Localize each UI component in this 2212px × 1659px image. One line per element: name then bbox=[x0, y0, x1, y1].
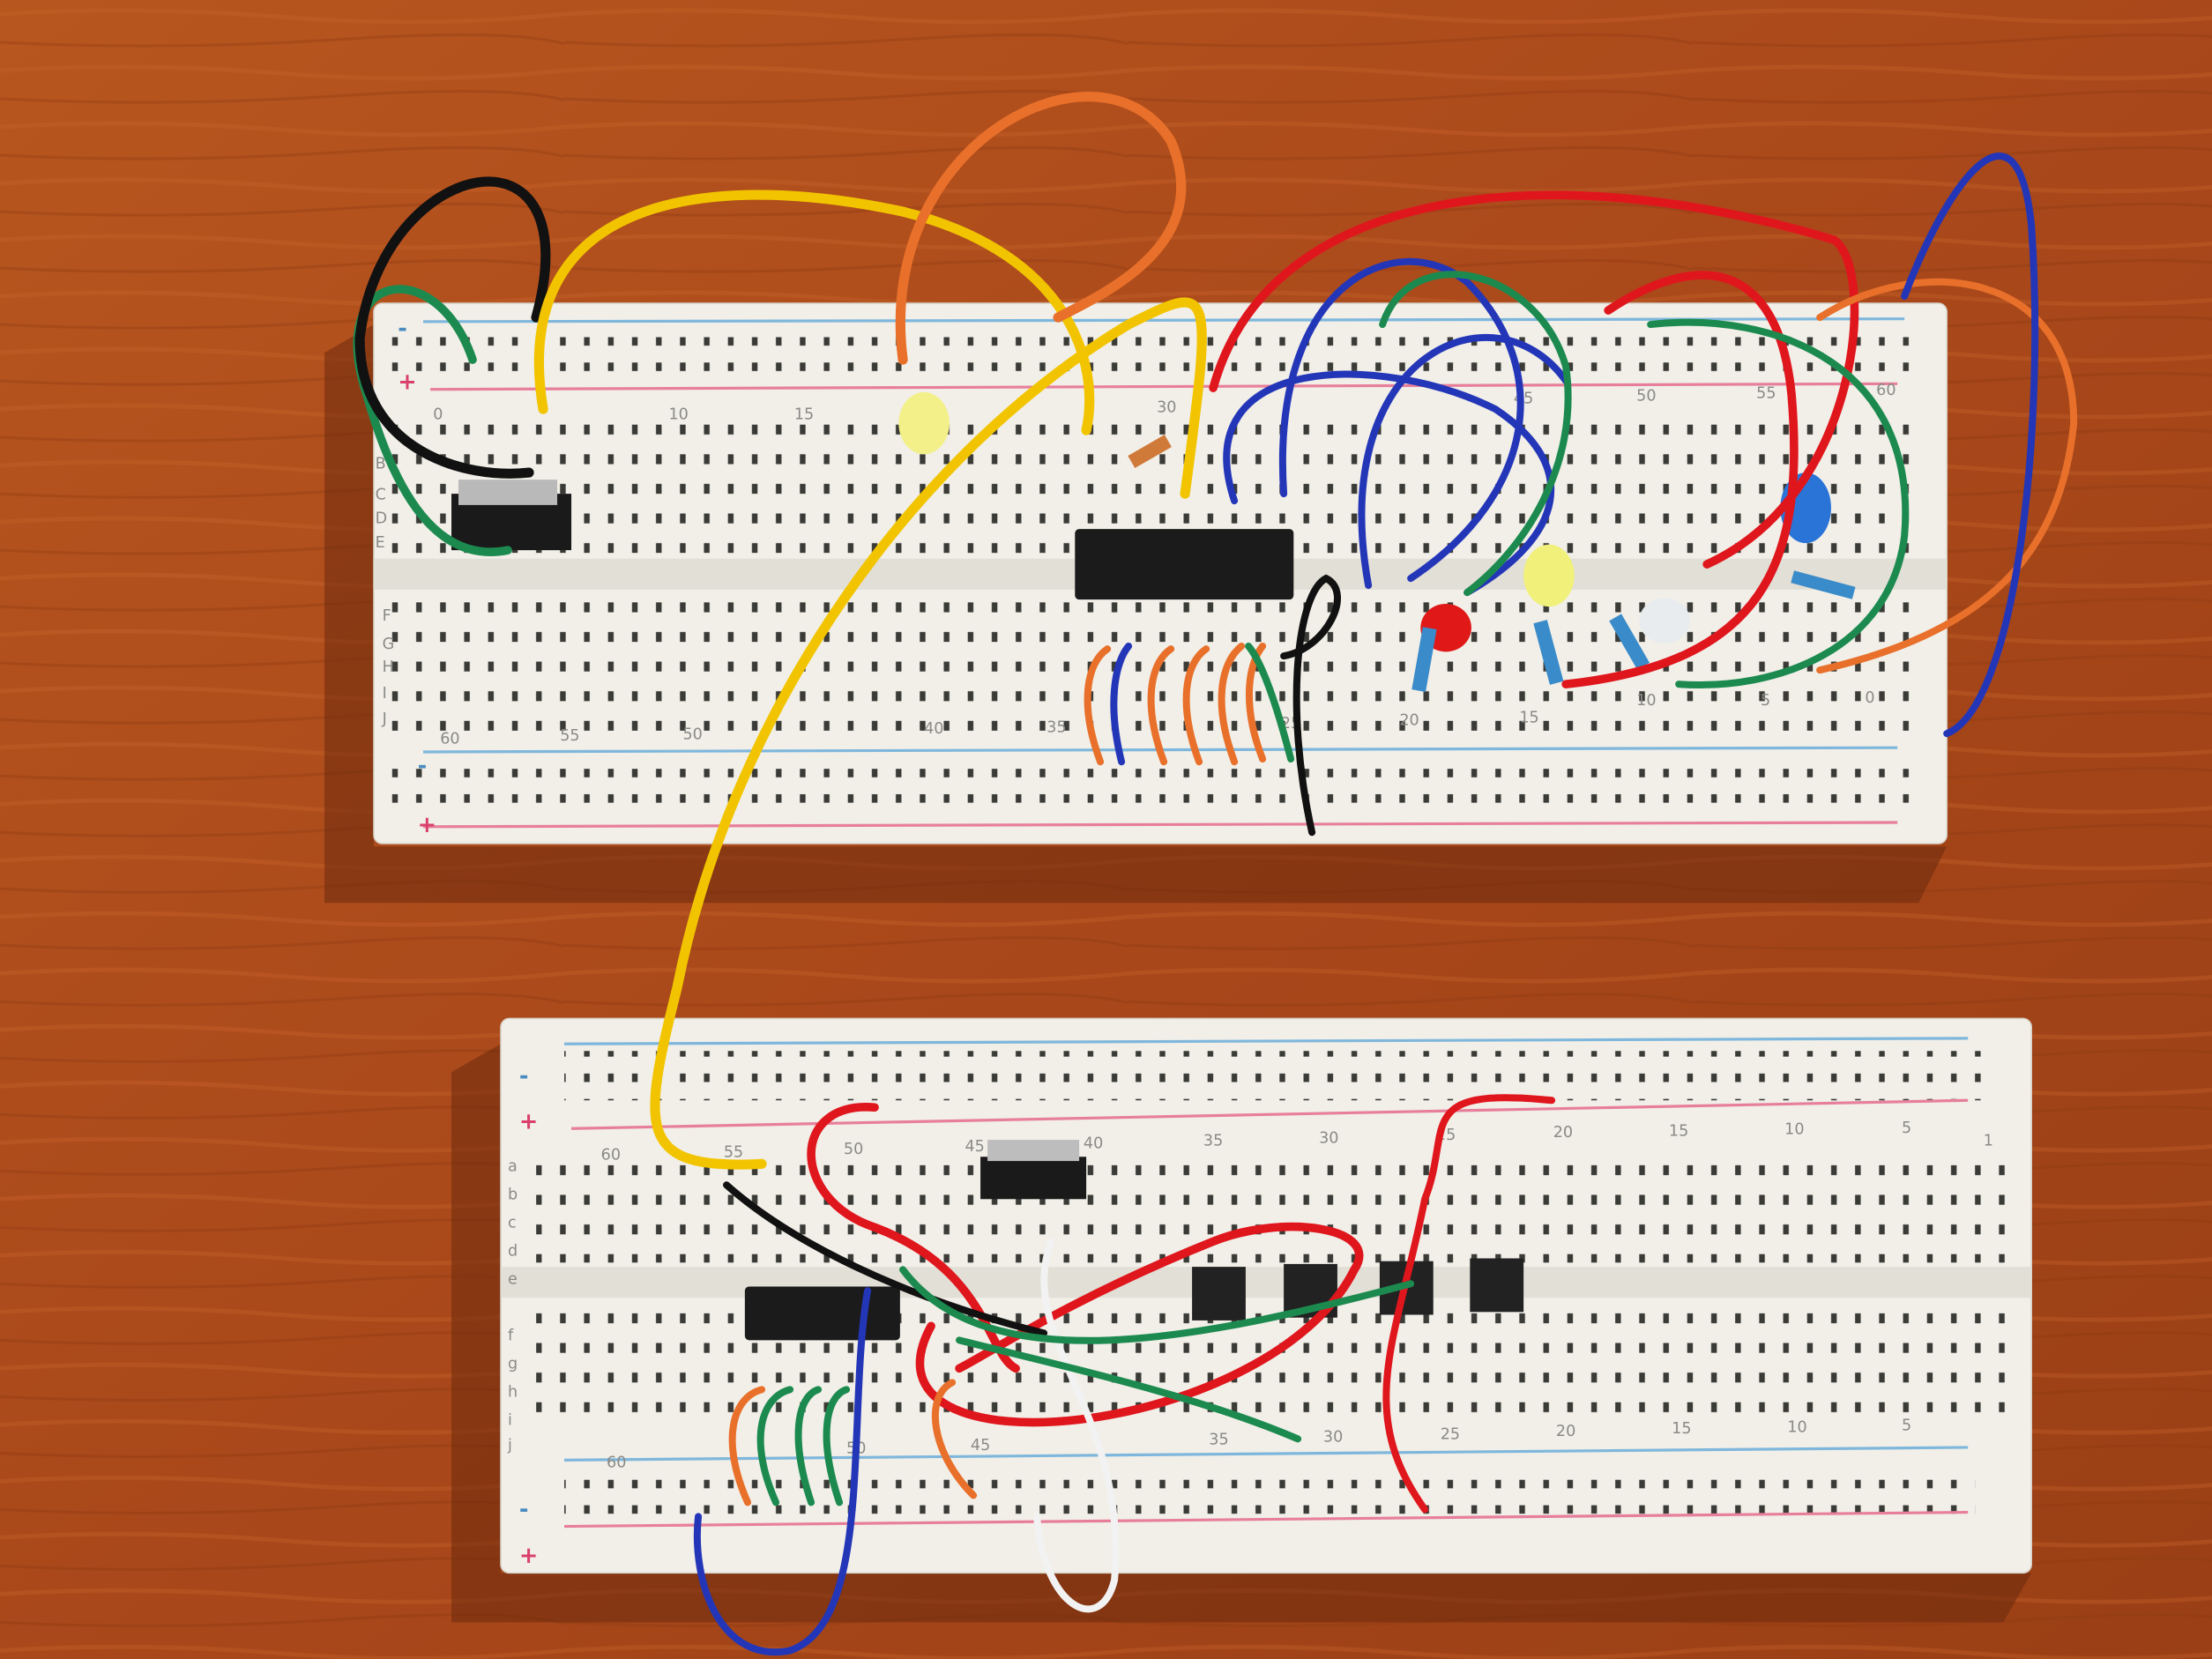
resistor bbox=[1533, 620, 1564, 685]
rail-sign: - bbox=[418, 753, 428, 779]
row-letter: b bbox=[508, 1186, 518, 1203]
column-number: 50 bbox=[844, 1141, 863, 1158]
transistor bbox=[980, 1140, 1087, 1200]
column-number: 35 bbox=[1046, 719, 1066, 737]
column-number: 50 bbox=[682, 726, 702, 744]
rail-sign: - bbox=[398, 316, 407, 342]
ic-chip-top bbox=[1075, 529, 1294, 600]
column-number: 15 bbox=[1672, 1420, 1691, 1438]
row-letter: G bbox=[383, 636, 395, 653]
column-number: 5 bbox=[1902, 1417, 1911, 1435]
column-number: 40 bbox=[924, 720, 943, 738]
row-letters: a b c d e f g h i j bbox=[507, 1157, 518, 1454]
ic-chip-bottom bbox=[744, 1286, 900, 1341]
push-button[interactable] bbox=[1192, 1267, 1246, 1321]
row-letter: C bbox=[376, 487, 386, 504]
column-number: 40 bbox=[1084, 1135, 1103, 1153]
column-number: 15 bbox=[794, 405, 814, 423]
wires-bottom bbox=[693, 1094, 1556, 1656]
column-number: 10 bbox=[1784, 1121, 1804, 1139]
column-number: 25 bbox=[1441, 1425, 1460, 1443]
rail-sign: + bbox=[398, 369, 416, 396]
row-letter: I bbox=[383, 685, 387, 703]
column-number: 60 bbox=[1876, 382, 1895, 399]
column-number: 35 bbox=[1209, 1432, 1228, 1449]
row-letter: j bbox=[507, 1437, 512, 1454]
column-number: 20 bbox=[1556, 1423, 1575, 1440]
column-number: 10 bbox=[1636, 692, 1656, 710]
column-number: 30 bbox=[1323, 1429, 1343, 1447]
resistor bbox=[1411, 627, 1437, 692]
column-number: 30 bbox=[1319, 1129, 1338, 1147]
column-number: 5 bbox=[1761, 692, 1770, 710]
row-letter: B bbox=[376, 455, 386, 472]
column-numbers-bottom: 60 55 50 40 35 25 20 15 10 5 0 bbox=[440, 689, 1874, 748]
row-letter: E bbox=[376, 534, 385, 552]
led-clear bbox=[1639, 598, 1690, 644]
column-number: 45 bbox=[971, 1437, 990, 1454]
wires bbox=[353, 92, 2078, 1170]
row-letter: i bbox=[508, 1411, 512, 1429]
resistor bbox=[1609, 614, 1650, 670]
column-number: 15 bbox=[1519, 709, 1538, 726]
column-number: 60 bbox=[440, 730, 459, 748]
column-number: 10 bbox=[668, 405, 688, 423]
rail-sign: + bbox=[519, 1543, 538, 1569]
led-yellow bbox=[1523, 544, 1575, 607]
column-number: 55 bbox=[1756, 384, 1776, 402]
row-letter: e bbox=[508, 1270, 518, 1288]
row-letter: f bbox=[508, 1327, 514, 1344]
row-letter: D bbox=[376, 510, 388, 528]
column-number: 0 bbox=[1865, 689, 1874, 707]
resistor bbox=[1128, 435, 1172, 469]
row-letter: c bbox=[508, 1214, 517, 1231]
column-number: 10 bbox=[1787, 1418, 1806, 1436]
row-letter: F bbox=[383, 607, 391, 625]
rail-sign: - bbox=[519, 1063, 529, 1090]
row-letter: a bbox=[508, 1157, 518, 1175]
column-number: 30 bbox=[1157, 398, 1176, 416]
column-number: 20 bbox=[1399, 712, 1419, 730]
row-letter: h bbox=[508, 1383, 518, 1401]
column-number: 15 bbox=[1669, 1122, 1688, 1140]
column-number: 20 bbox=[1553, 1124, 1573, 1142]
column-number: 0 bbox=[433, 405, 443, 423]
column-number: 35 bbox=[1203, 1132, 1223, 1149]
row-letter: J bbox=[382, 710, 387, 728]
column-number: 60 bbox=[607, 1454, 626, 1471]
resistor bbox=[1791, 570, 1856, 599]
led-yellow bbox=[898, 391, 950, 455]
row-letter: d bbox=[508, 1242, 518, 1260]
column-number: 50 bbox=[1636, 387, 1656, 405]
column-number: 5 bbox=[1902, 1120, 1911, 1137]
column-number: 45 bbox=[964, 1138, 984, 1156]
row-letter: g bbox=[508, 1355, 518, 1373]
push-button[interactable] bbox=[1470, 1258, 1524, 1313]
voltage-regulator bbox=[451, 480, 572, 551]
column-numbers-top: 60 55 50 45 40 35 30 25 20 15 10 5 1 bbox=[601, 1120, 1993, 1164]
rail-sign: - bbox=[519, 1496, 529, 1522]
column-number: 1 bbox=[1984, 1132, 1993, 1149]
row-letters: B C D E F G H I J bbox=[376, 455, 395, 728]
column-number: 55 bbox=[560, 727, 579, 745]
row-letter: H bbox=[383, 658, 394, 676]
rail-sign: + bbox=[418, 812, 436, 838]
column-number: 60 bbox=[601, 1146, 621, 1164]
bottom-breadboard: - + - + 60 55 50 45 40 35 30 25 20 15 10… bbox=[500, 1017, 2032, 1574]
column-number: 55 bbox=[724, 1143, 743, 1161]
rail-sign: + bbox=[519, 1108, 538, 1135]
